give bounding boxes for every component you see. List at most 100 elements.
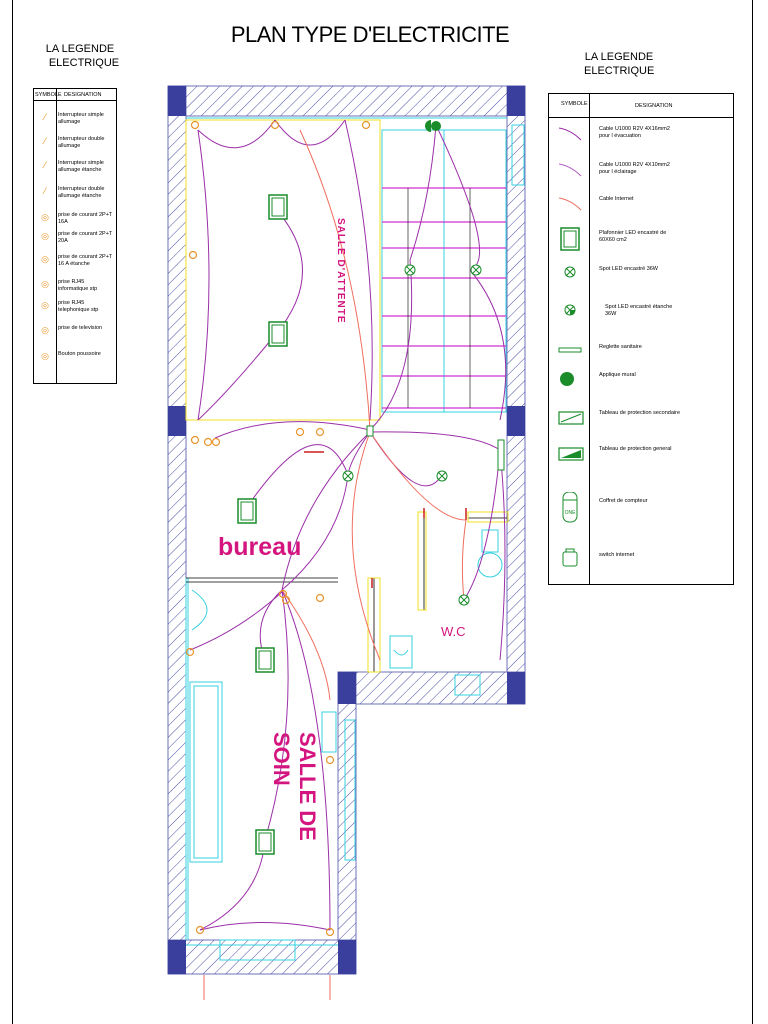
led-panel (237, 498, 257, 524)
sanitary-fixtures (189, 529, 503, 863)
right-legend-item-line1: Reglette sanitaire (599, 344, 642, 350)
right-legend-item: switch internet (599, 552, 729, 559)
left-legend-item-label: prise RJ45 informatique stp (58, 279, 98, 292)
right-legend-item: Reglette sanitaire (599, 344, 729, 351)
internet-switch-icon (562, 548, 578, 567)
left-legend-title-line1: LA LEGENDE (45, 43, 115, 55)
socket-16a-waterproof-icon: ◎ (41, 254, 49, 264)
left-legend-table: SYMBOLE DESIGNATION ⁄ Interrupteur simple… (33, 88, 117, 384)
plan-title: PLAN TYPE D'ELECTRICITE (230, 22, 510, 47)
right-legend-item-line1: Cable U1000 R2V 4X16mm2 (599, 126, 670, 132)
right-legend-head-divider (549, 117, 733, 118)
room-label-wc: W.C (441, 624, 466, 639)
secondary-panel-icon (558, 411, 584, 425)
rj45-data-socket-icon: ◎ (41, 279, 49, 289)
led-spot (342, 470, 354, 482)
secondary-panel (497, 439, 505, 471)
right-legend-item-line1: Applique mural (599, 372, 636, 378)
wall-middle (337, 671, 526, 705)
right-legend-item-line1: Cable U1000 R2V 4X10mm2 (599, 162, 670, 168)
room-label-office: bureau (218, 533, 302, 561)
switch-single-icon: ⁄ (44, 112, 46, 122)
right-legend-col-divider (589, 94, 590, 584)
wall-top (167, 85, 526, 117)
left-legend-col-designation: DESIGNATION (64, 92, 102, 98)
right-legend-item-line2: pour l évacuation (599, 133, 641, 139)
led-panel-icon (560, 227, 580, 251)
led-spots (342, 264, 482, 606)
right-legend-item-line1: Tableau de protection secondaire (599, 410, 681, 416)
toilet (477, 552, 503, 578)
tv-socket-icon: ◎ (41, 325, 49, 335)
left-legend-item-label: prise de courant 2P+T 16 A étanche (58, 254, 113, 267)
right-legend-title-line1: LA LEGENDE (584, 51, 654, 63)
socket-20a-icon: ◎ (41, 231, 49, 241)
panels (366, 425, 505, 471)
column (507, 86, 525, 116)
room-label-care-line1: SALLE DE (295, 732, 320, 841)
svg-text:ONE: ONE (565, 510, 577, 516)
left-legend-head-divider (34, 100, 116, 101)
left-legend-item-label: Interrupteur double allumage (58, 136, 105, 149)
cable-internet-icon (558, 197, 582, 211)
right-legend-item-line1: Spot LED encastré étanche (605, 304, 673, 310)
left-legend-item-label: Interrupteur simple allumage (58, 112, 104, 125)
staircase (381, 129, 507, 413)
left-legend-col-divider (56, 89, 57, 383)
sheet-border-left (12, 0, 13, 1024)
right-legend-item-line2: pour l éclairage (599, 169, 637, 175)
room-label-waiting-room: SALLE D'ATTENTE (335, 218, 346, 324)
cable-purple-light-icon (558, 163, 582, 177)
left-legend-title: LA LEGENDE ELECTRIQUE (40, 42, 120, 70)
left-legend-item-label: Bouton poussoire (58, 351, 101, 357)
right-legend-table: SYMBOLE DESIGNATION Cable U1000 R2V 4X16… (548, 93, 734, 585)
led-spot (470, 264, 482, 276)
right-legend-item: Tableau de protection secondaire (599, 410, 729, 417)
wall-right (506, 85, 526, 705)
led-panel (255, 829, 275, 855)
right-legend-item-line1: switch internet (599, 552, 635, 558)
right-legend-item-line1: Spot LED encastré 36W (599, 266, 659, 272)
right-legend-title-line2: ELECTRIQUE (584, 65, 655, 77)
led-spot (404, 264, 416, 276)
right-legend-title: LA LEGENDE ELECTRIQUE (584, 50, 654, 78)
led-spot-icon (564, 266, 576, 278)
cable-purple-icon (558, 127, 582, 141)
wall-lights (425, 120, 441, 132)
left-legend-col-symbol: SYMBOLE (35, 92, 62, 98)
right-legend-item-line2: 60X60 cm2 (599, 237, 627, 243)
column (338, 940, 356, 974)
sheet-border-right (752, 0, 753, 1024)
left-legend-item-label: prise de courant 2P+T 20A (58, 231, 113, 244)
right-legend-item: Coffret de compteur (599, 498, 729, 505)
wall-bottom (167, 939, 357, 975)
washbasin (191, 589, 208, 631)
switch-double-icon: ⁄ (44, 136, 46, 146)
left-legend-item-label: prise RJ45 telephonique stp (58, 300, 99, 313)
led-panel (255, 647, 275, 673)
light-fixtures (237, 194, 288, 855)
switch-double-waterproof-icon: ⁄ (44, 186, 46, 196)
right-legend-item: Cable Internet (599, 196, 729, 203)
led-panel (268, 194, 288, 220)
yellow-frames (185, 119, 509, 673)
column (168, 86, 186, 116)
right-legend-item-line1: Plafonnier LED encastré de (599, 230, 667, 236)
column (338, 672, 356, 704)
wall-inner-right (337, 671, 357, 975)
column (507, 672, 525, 704)
walls (167, 85, 526, 975)
right-legend-item-line1: Cable Internet (599, 196, 634, 202)
left-legend-item-label: prise de television (58, 325, 103, 331)
led-spot-waterproof-icon (564, 304, 576, 316)
right-legend-item-line1: Coffret de compteur (599, 498, 648, 504)
cables (189, 119, 507, 1000)
left-legend-item-label: Interrupteur double allumage étanche (58, 186, 105, 199)
lighting-cables (189, 119, 507, 931)
right-legend-col-symbol: SYMBOLE (561, 101, 588, 107)
room-label-care-line2: SOIN (269, 732, 294, 786)
